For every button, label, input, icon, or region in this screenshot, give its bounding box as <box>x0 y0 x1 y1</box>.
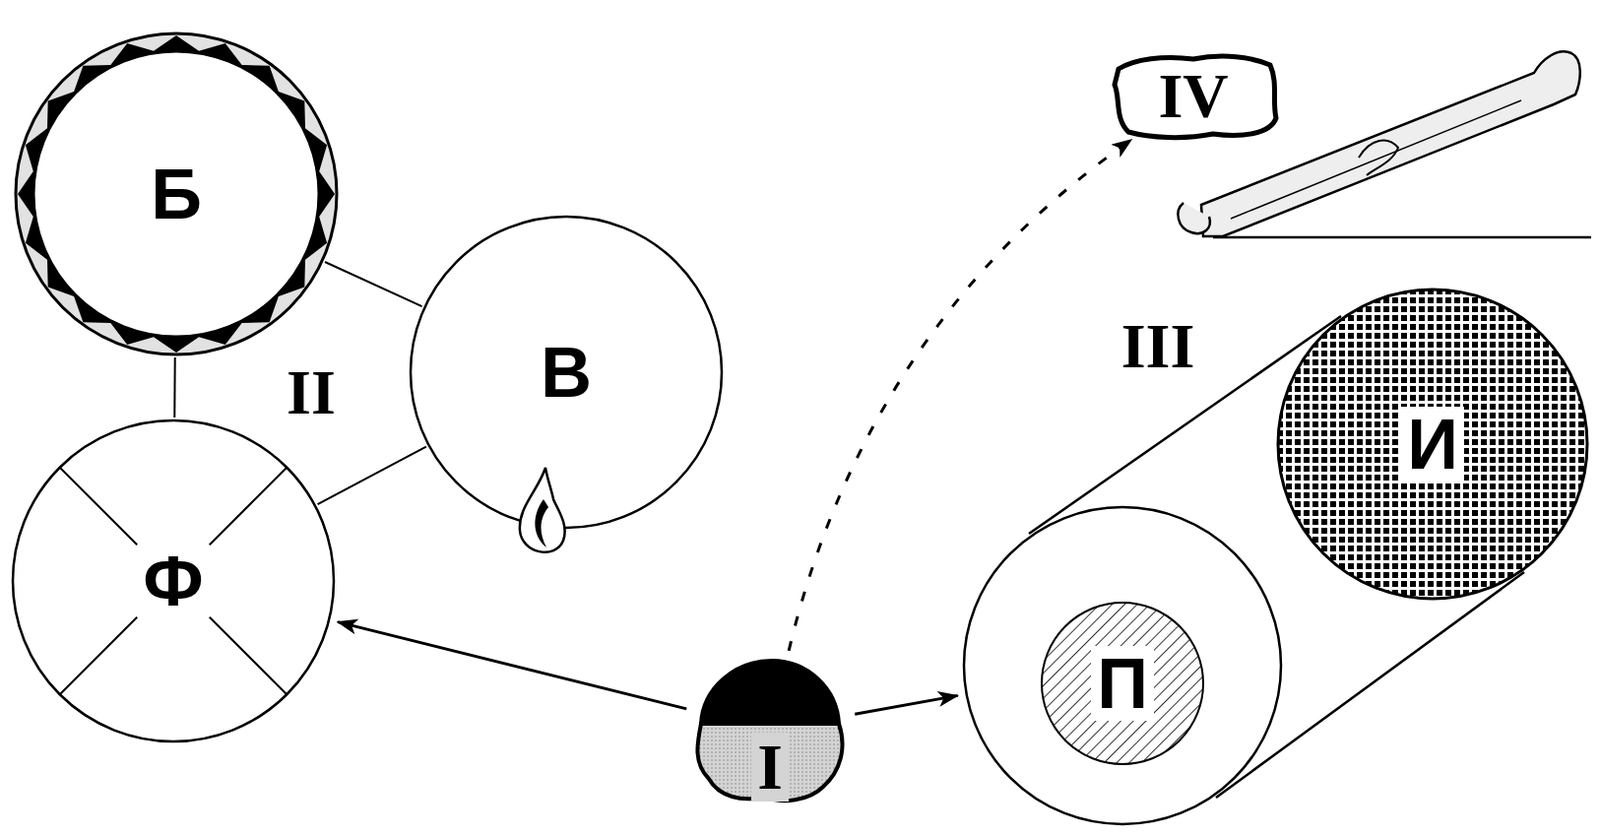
cross-circle: Ф <box>9 417 337 745</box>
blob-shape: I <box>683 652 857 807</box>
bone-knob <box>1177 202 1210 234</box>
node-label: IV <box>1157 64 1228 128</box>
blob-shape: IV <box>1104 49 1282 144</box>
bone-detail <box>1358 140 1399 176</box>
line-connector <box>324 261 423 307</box>
region-number: II <box>286 361 336 425</box>
node-label: В <box>540 336 592 408</box>
grid-circle: И <box>1275 286 1591 602</box>
arrow-connector <box>854 695 959 714</box>
node-label: Ф <box>142 545 203 617</box>
node-label: Б <box>150 158 202 230</box>
ground-line <box>1213 236 1592 240</box>
region-number: III <box>1121 315 1196 379</box>
ring-circle: Б <box>12 30 340 358</box>
line-connector <box>318 447 427 506</box>
flame-circle: В <box>407 213 725 531</box>
node-label: И <box>1401 406 1465 482</box>
node-label: П <box>1090 645 1154 721</box>
node-label: I <box>751 732 789 802</box>
pipe-circle: П <box>960 504 1284 828</box>
line-connector <box>173 357 176 418</box>
arrow-connector <box>337 622 687 709</box>
